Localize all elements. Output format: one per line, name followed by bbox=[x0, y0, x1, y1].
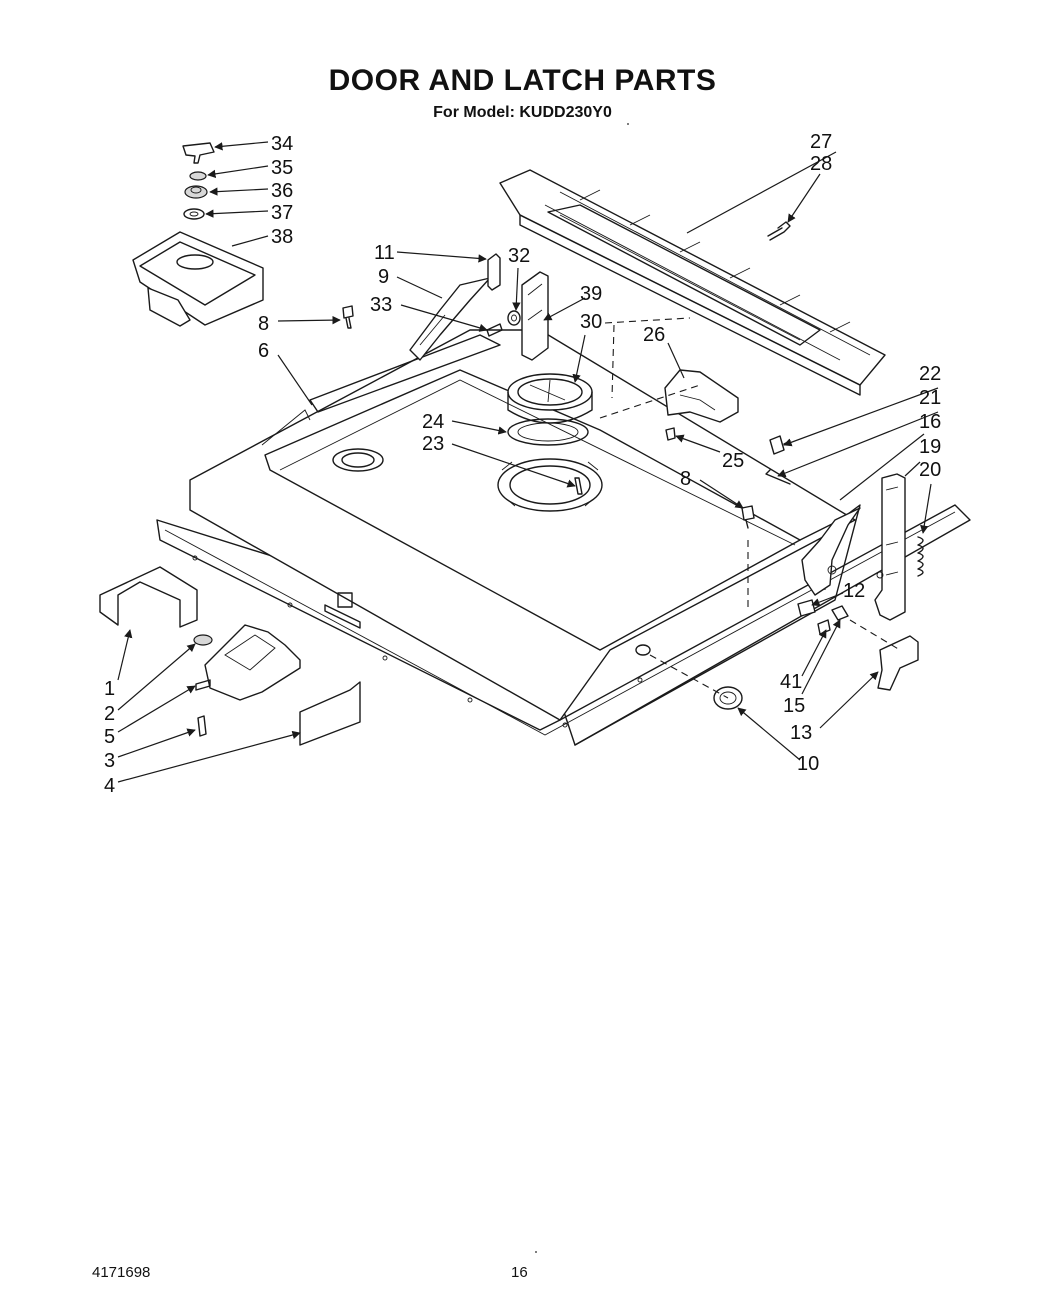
callout-11: 11 bbox=[374, 242, 395, 264]
callout-33: 33 bbox=[370, 294, 392, 316]
clip-22 bbox=[769, 435, 791, 455]
washer-37 bbox=[183, 208, 205, 220]
callout-32: 32 bbox=[508, 245, 530, 267]
callout-13: 13 bbox=[790, 722, 812, 744]
callout-24: 24 bbox=[422, 411, 444, 433]
callout-30: 30 bbox=[580, 311, 602, 333]
callout-10: 10 bbox=[797, 753, 819, 775]
callout-3: 3 bbox=[104, 750, 115, 772]
screw-33 bbox=[486, 323, 503, 337]
knob-insert-34 bbox=[182, 142, 215, 164]
callout-8-right: 8 bbox=[680, 468, 691, 490]
channel-1 bbox=[99, 566, 198, 628]
nut-41 bbox=[817, 619, 831, 635]
screw-15 bbox=[831, 605, 849, 621]
callout-22: 22 bbox=[919, 363, 941, 385]
callout-16: 16 bbox=[919, 411, 941, 433]
callout-1: 1 bbox=[104, 678, 115, 700]
right-hinge-arm bbox=[801, 507, 861, 596]
bracket-26 bbox=[664, 369, 739, 423]
latch-assembly bbox=[193, 624, 301, 737]
part-12 bbox=[797, 599, 816, 617]
callout-39: 39 bbox=[580, 283, 602, 305]
pin-21 bbox=[765, 469, 791, 485]
callout-41: 41 bbox=[780, 671, 802, 693]
callout-35: 35 bbox=[271, 157, 293, 179]
callout-8-left: 8 bbox=[258, 313, 269, 335]
callout-labels: 34 35 36 37 38 11 9 32 39 33 30 8 6 27 2… bbox=[104, 131, 941, 797]
control-module-38 bbox=[132, 231, 264, 327]
panel-5 bbox=[299, 681, 361, 746]
callout-4: 5 bbox=[104, 726, 115, 748]
callout-20: 20 bbox=[919, 459, 941, 481]
screw-25 bbox=[665, 427, 676, 441]
callout-21: 21 bbox=[919, 387, 941, 409]
leader-lines bbox=[117, 141, 939, 783]
callout-27: 27 bbox=[810, 131, 832, 153]
spring-20 bbox=[917, 536, 924, 577]
callout-9: 9 bbox=[378, 266, 389, 288]
callout-34: 34 bbox=[271, 133, 293, 155]
latch-hook-13 bbox=[877, 635, 919, 691]
bracket-39 bbox=[521, 271, 549, 361]
callout-19: 19 bbox=[919, 436, 941, 458]
callout-15: 15 bbox=[783, 695, 805, 717]
screw-8-right bbox=[741, 505, 755, 529]
callout-12: 12 bbox=[843, 580, 865, 602]
callout-5: 4 bbox=[104, 775, 115, 797]
spray-hub-assembly bbox=[497, 373, 603, 512]
callout-28: 28 bbox=[810, 153, 832, 175]
callout-23: 23 bbox=[422, 433, 444, 455]
callout-26: 26 bbox=[643, 324, 665, 346]
page-number: 16 bbox=[511, 1264, 528, 1281]
latch-plate-19 bbox=[874, 473, 906, 621]
clip-11 bbox=[487, 253, 501, 291]
model-subtitle: For Model: KUDD230Y0 bbox=[433, 104, 612, 121]
screw-8-left bbox=[342, 305, 354, 329]
dispenser-opening bbox=[332, 448, 384, 472]
callout-36: 36 bbox=[271, 180, 293, 202]
vent-trim bbox=[499, 169, 886, 396]
callout-38: 38 bbox=[271, 226, 293, 248]
callout-2: 2 bbox=[104, 703, 115, 725]
washer-32 bbox=[507, 310, 521, 326]
callout-37: 37 bbox=[271, 202, 293, 224]
nut-36 bbox=[184, 185, 208, 199]
document-number: 4171698 bbox=[92, 1264, 151, 1281]
washer-35 bbox=[189, 171, 207, 181]
callout-25: 25 bbox=[722, 450, 744, 472]
callout-6: 6 bbox=[258, 340, 269, 362]
page-title: DOOR AND LATCH PARTS bbox=[328, 64, 717, 97]
screw-28 bbox=[767, 221, 791, 241]
